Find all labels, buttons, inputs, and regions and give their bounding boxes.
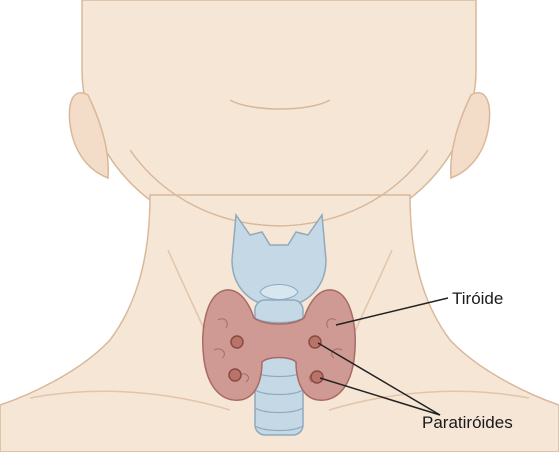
parathyroid-gland-lower-left xyxy=(229,369,241,381)
parathyroid-gland-upper-right xyxy=(309,336,321,348)
parathyroids-label: Paratiróides xyxy=(422,413,513,433)
parathyroid-gland-upper-left xyxy=(231,336,243,348)
thyroid-label: Tiróide xyxy=(452,289,503,309)
larynx-notch xyxy=(260,285,298,300)
parathyroid-gland-lower-right xyxy=(311,371,323,383)
